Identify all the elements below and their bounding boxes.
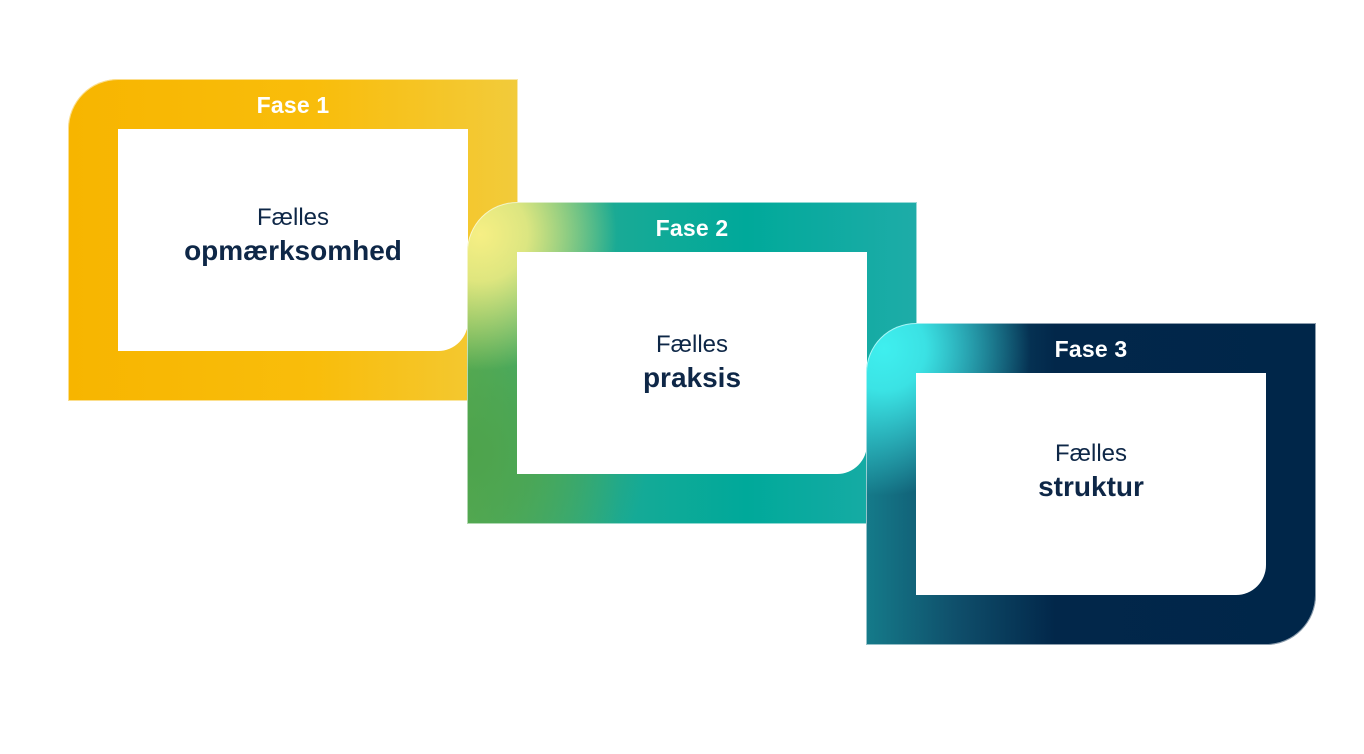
phase-3-box: Fælles struktur <box>916 373 1266 595</box>
phase-1-frame: Fase 1 Fælles opmærksomhed <box>68 79 518 401</box>
phase-2-subtitle: Fælles <box>655 331 728 358</box>
phase-3-title: Fase 3 <box>1054 336 1128 362</box>
phase-1-title: Fase 1 <box>256 92 330 118</box>
phase-2-name: praksis <box>642 362 742 393</box>
phase-1-subtitle: Fælles <box>256 204 329 231</box>
phase-1-name: opmærksomhed <box>184 235 402 266</box>
phase-2-title: Fase 2 <box>655 215 729 241</box>
phase-3-frame: Fase 3 Fælles struktur <box>866 323 1316 645</box>
phase-3-name: struktur <box>1038 471 1144 502</box>
phase-2-frame: Fase 2 Fælles praksis <box>467 202 917 524</box>
phase-1-box: Fælles opmærksomhed <box>118 129 468 351</box>
phase-2-box: Fælles praksis <box>517 252 867 474</box>
phase-3-subtitle: Fælles <box>1054 440 1127 467</box>
